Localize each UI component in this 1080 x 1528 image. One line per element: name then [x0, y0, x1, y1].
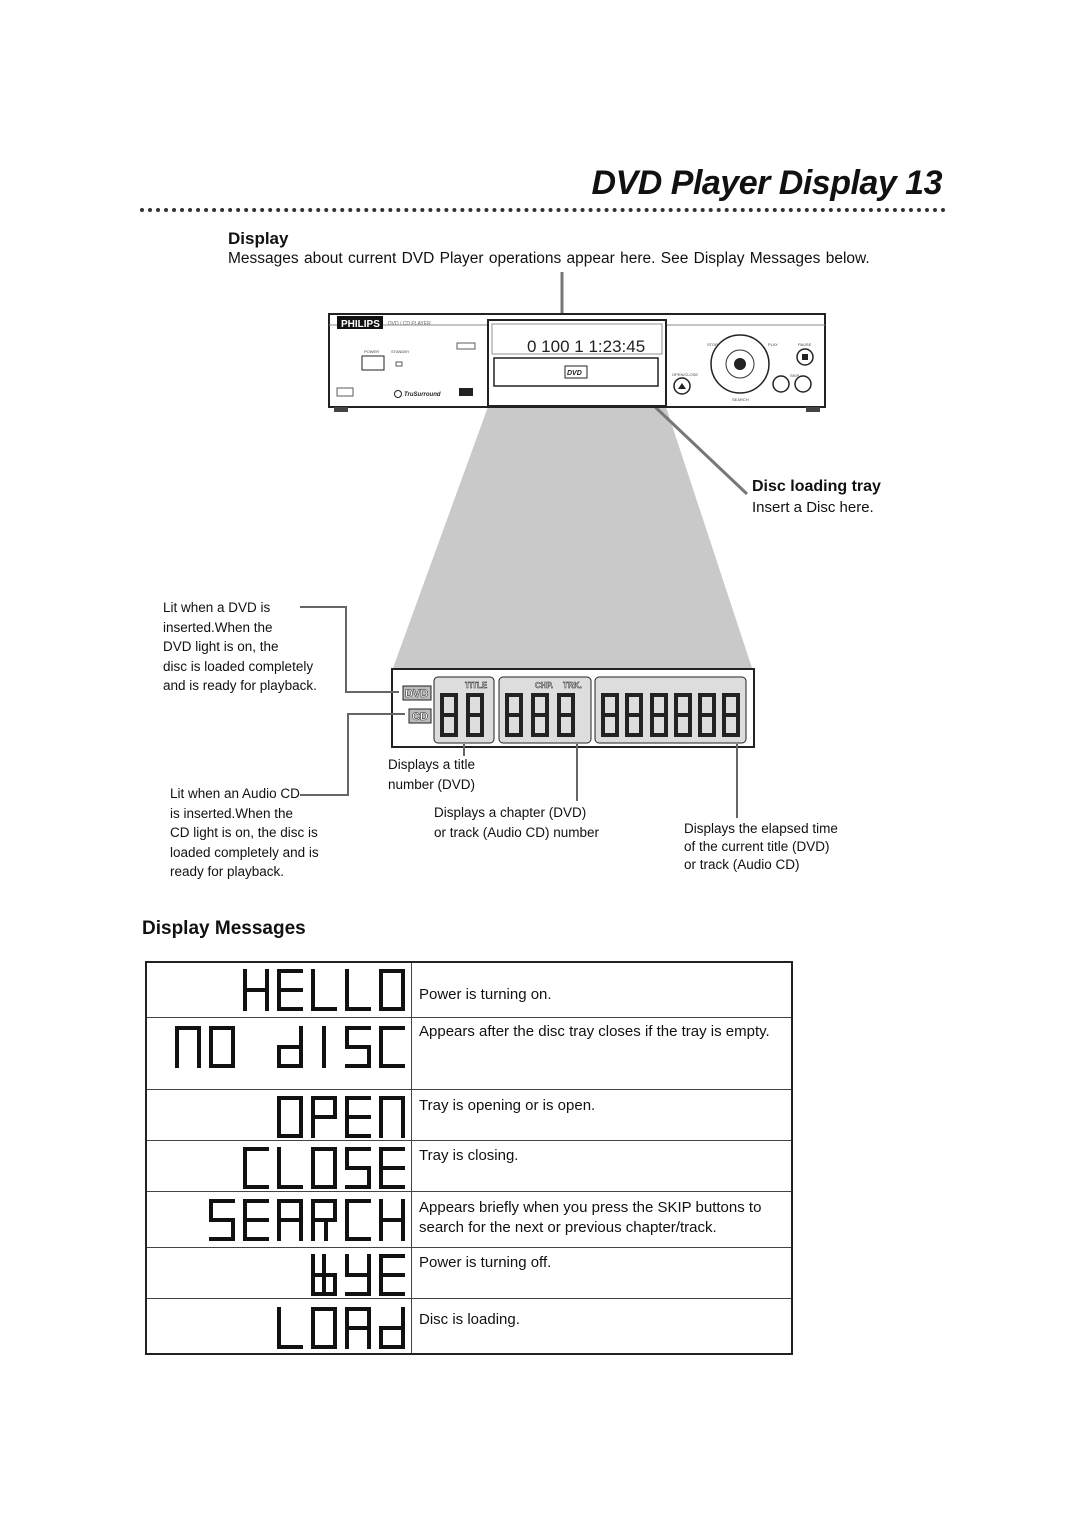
display-heading: Display: [228, 229, 289, 248]
skip-next-button: [794, 375, 812, 393]
svg-text:TITLE: TITLE: [465, 681, 488, 690]
seg-code-search: [209, 1199, 405, 1241]
brand-logo: [337, 316, 383, 329]
seg-code-bye: [311, 1254, 405, 1296]
message-description: Appears briefly when you press the SKIP …: [419, 1199, 762, 1236]
svg-text:DVD: DVD: [567, 370, 582, 377]
svg-text:OPEN/CLOSE: OPEN/CLOSE: [672, 372, 698, 377]
power-label: POWER: [364, 349, 379, 354]
svg-text:PAUSE: PAUSE: [798, 342, 812, 347]
seg-code-close: [243, 1147, 405, 1189]
svg-text:PLAY: PLAY: [768, 342, 778, 347]
table-row: Power is turning on.: [147, 963, 791, 1017]
model-text: DVD / CD PLAYER: [388, 321, 431, 327]
display-readout: 0 100 1 1:23:45: [527, 337, 645, 356]
trusurround-label: TruSurround: [404, 392, 441, 398]
table-row: Appears after the disc tray closes if th…: [147, 1017, 791, 1090]
table-row: Disc is loading.: [147, 1298, 791, 1356]
seg-code-open: [277, 1096, 405, 1138]
player-illustration: PHILIPS DVD / CD PLAYER POWER STANDBY Tr…: [300, 272, 826, 818]
message-description: Power is turning off.: [419, 1254, 552, 1271]
table-column-divider: [411, 963, 412, 1353]
tray-heading: Disc loading tray: [752, 478, 881, 495]
dvd-player-front: PHILIPS DVD / CD PLAYER POWER STANDBY Tr…: [328, 313, 826, 412]
power-button: [361, 355, 385, 371]
svg-text:SKIP: SKIP: [790, 373, 799, 378]
display-panel: DVD CD TITLE CHP. TRK.: [391, 668, 755, 748]
dvd-badge: [402, 685, 432, 701]
svg-text:CD: CD: [412, 711, 428, 723]
message-description: Tray is opening or is open.: [419, 1097, 596, 1114]
svg-text:TRK.: TRK.: [563, 681, 582, 690]
dotted-divider: [140, 208, 946, 212]
tray-description: Insert a Disc here.: [752, 499, 874, 516]
table-row: Tray is closing.: [147, 1140, 791, 1192]
message-description: Appears after the disc tray closes if th…: [419, 1023, 770, 1040]
table-row: Power is turning off.: [147, 1247, 791, 1299]
seg-code-hello: [243, 969, 405, 1011]
svg-text:DVD: DVD: [405, 688, 428, 700]
title-number-note: Displays a title number (DVD): [388, 757, 476, 792]
tray-dvd-logo: [564, 365, 588, 379]
cd-badge: [408, 708, 432, 724]
table-row: Appears briefly when you press the SKIP …: [147, 1191, 791, 1248]
cd-note-line: [300, 713, 405, 796]
elapsed-time-note: Displays the elapsed time of the current…: [684, 821, 838, 872]
cd-light-note: Lit when an Audio CD is inserted.When th…: [170, 786, 319, 880]
brand-text: PHILIPS: [341, 319, 380, 330]
display-description: Messages about current DVD Player operat…: [228, 250, 870, 267]
message-description: Power is turning on.: [419, 986, 552, 1003]
svg-text:SEARCH: SEARCH: [732, 397, 749, 402]
messages-table: Power is turning on. Appears after the d…: [145, 961, 793, 1355]
chapter-track-note: Displays a chapter (DVD) or track (Audio…: [434, 805, 600, 840]
svg-text:CHP.: CHP.: [535, 681, 553, 690]
display-messages-heading: Display Messages: [142, 918, 306, 939]
seg-code-load: [277, 1307, 405, 1349]
page-title: DVD Player Display 13: [591, 164, 943, 202]
seg-code-no-disc: [175, 1026, 405, 1068]
message-description: Disc is loading.: [419, 1311, 520, 1328]
display-zoom-beam: [393, 404, 752, 668]
message-description: Tray is closing.: [419, 1147, 519, 1164]
standby-label: STANDBY: [391, 349, 410, 354]
svg-text:STOP: STOP: [707, 342, 718, 347]
table-row: Tray is opening or is open.: [147, 1089, 791, 1141]
dvd-light-note: Lit when a DVD is inserted.When the DVD …: [163, 600, 317, 694]
dvd-note-line: [300, 606, 399, 693]
skip-prev-button: [772, 375, 790, 393]
